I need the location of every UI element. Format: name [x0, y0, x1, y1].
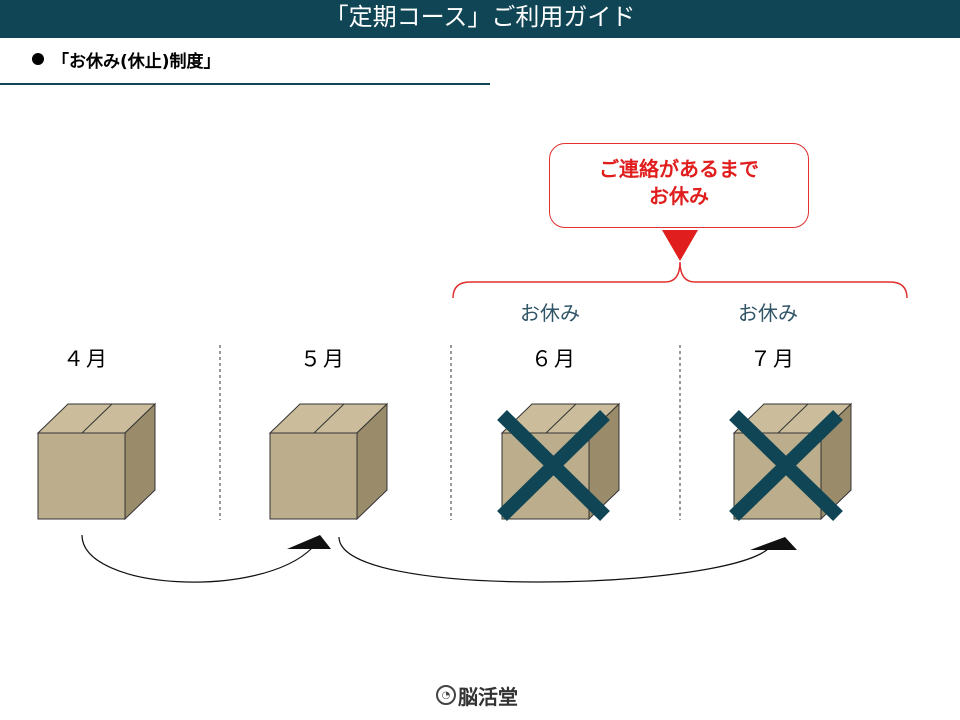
skip-cross-icon [729, 409, 843, 522]
section-heading: 「お休み(休止)制度」 [32, 44, 221, 74]
delivery-arrow [81, 534, 313, 583]
callout-box: ご連絡があるまで お休み [549, 143, 809, 228]
bullet-icon [32, 53, 44, 65]
section-heading-text: 「お休み(休止)制度」 [52, 51, 221, 72]
month-label-may: ５月 [300, 347, 346, 371]
page-title-bar: 「定期コース」ご利用ガイド [0, 0, 960, 38]
package-box-april [36, 402, 157, 521]
delivery-arrow [338, 536, 769, 583]
brain-leaf-icon: ◔ [436, 685, 456, 705]
callout-line2: お休み [649, 184, 709, 208]
skip-cross-icon [497, 410, 610, 521]
callout-pointer [662, 230, 698, 261]
pause-bracket [452, 261, 908, 299]
month-label-april: ４月 [63, 347, 109, 371]
page-title: 「定期コース」ご利用ガイド [324, 3, 636, 31]
rest-label-july: お休み [738, 301, 798, 325]
month-label-june: ６月 [531, 347, 577, 371]
section-underline [0, 83, 490, 85]
package-box-may [268, 402, 389, 521]
arrowhead-icon [287, 535, 331, 549]
brand-logo-text: 脳活堂 [458, 684, 518, 709]
month-label-july: ７月 [750, 347, 796, 371]
callout-line1: ご連絡があるまで [599, 157, 759, 181]
rest-label-june: お休み [520, 301, 580, 325]
arrowhead-icon [750, 537, 797, 550]
brand-logo: ◔ 脳活堂 [436, 682, 518, 709]
